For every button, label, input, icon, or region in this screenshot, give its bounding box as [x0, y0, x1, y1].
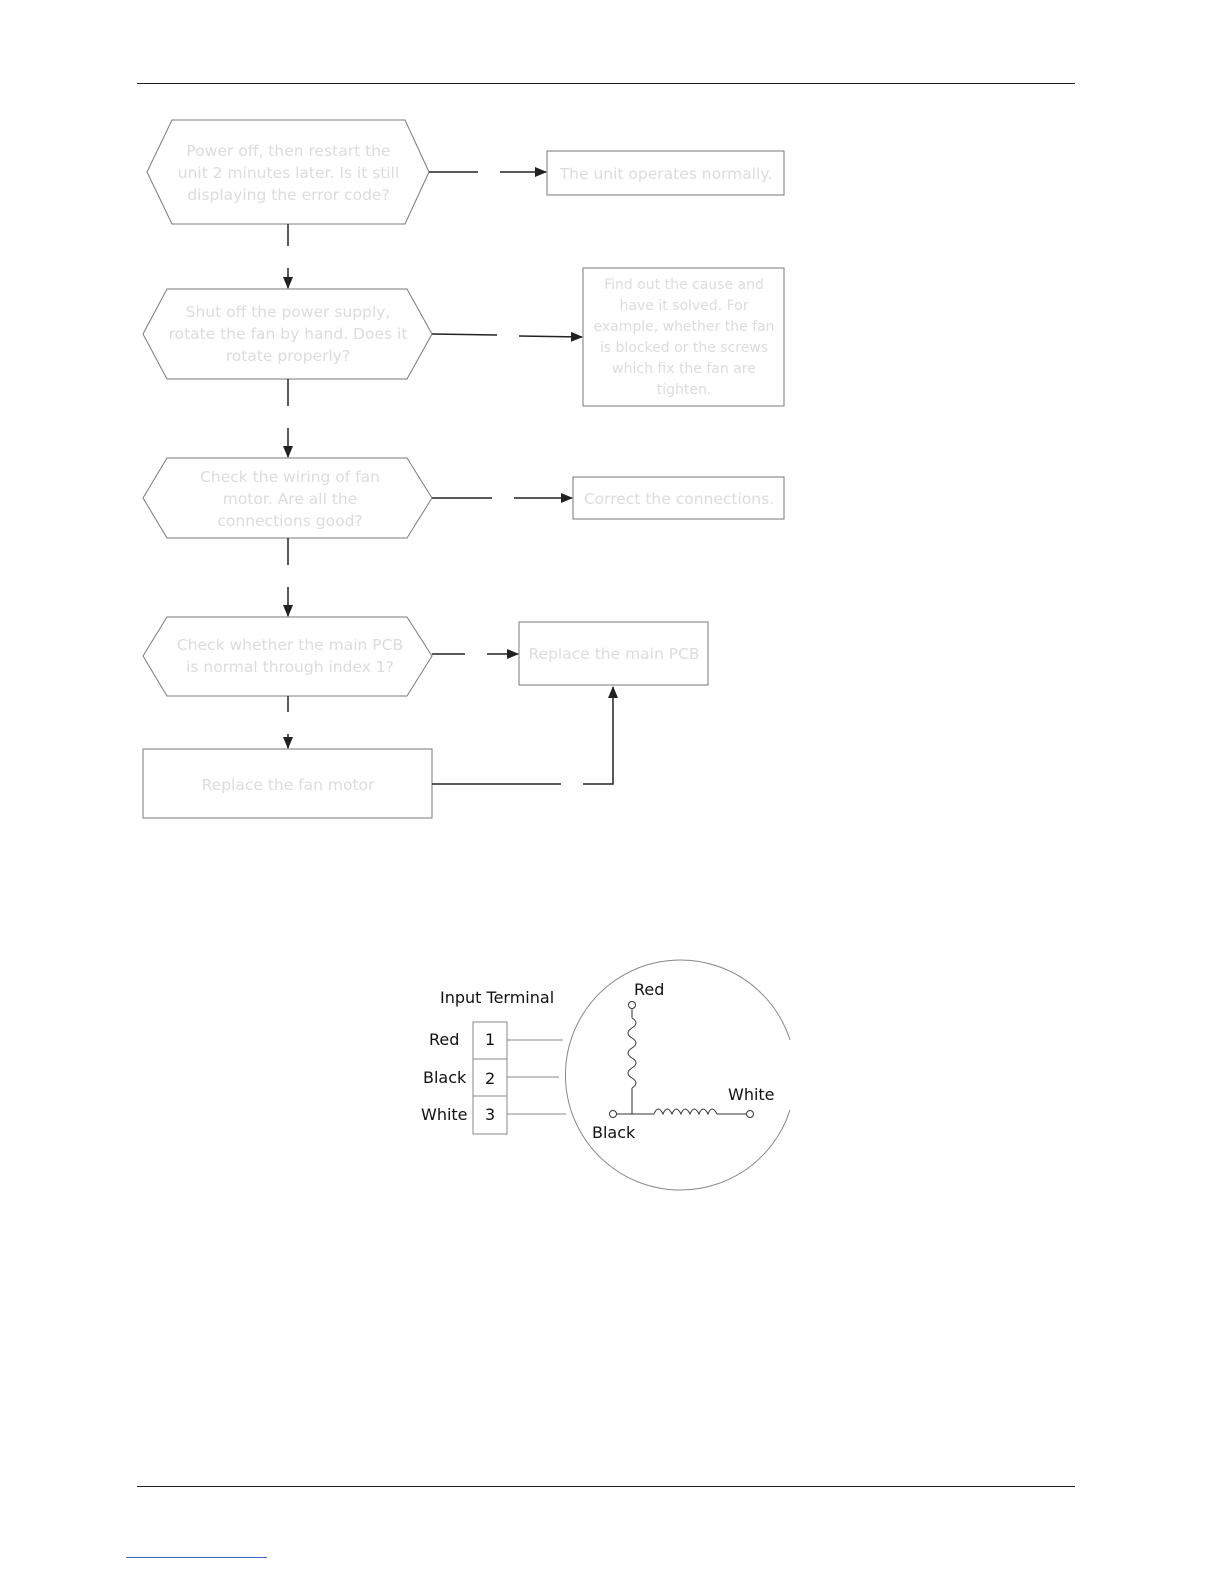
decision-3-text: Check the wiring of fan motor. Are all t…: [200, 468, 380, 530]
result-2-text: Find out the cause and have it solved. F…: [593, 277, 775, 398]
step-5-text: Replace the fan motor: [201, 775, 375, 794]
decision-1-shape: [146, 119, 430, 225]
result-4-text: Replace the main PCB: [528, 645, 700, 663]
step-5-box: [142, 748, 433, 819]
white-coil: [653, 1108, 718, 1116]
result-4-box: [518, 621, 709, 686]
result-3-text: Correct the connections.: [583, 489, 775, 508]
red-coil: [627, 1017, 637, 1089]
motor-black-label: Black: [592, 1123, 636, 1142]
result-1-text: The unit operates normally.: [559, 164, 773, 183]
decision-1-text: Power off, then restart the unit 2 minut…: [177, 142, 400, 204]
result-3-box: [572, 476, 785, 520]
result-2-box: [582, 267, 785, 407]
motor-circle: [565, 959, 791, 1191]
input-terminal-label: Input Terminal: [440, 988, 555, 1007]
motor-white-label: White: [728, 1085, 775, 1104]
terminal-wire-red-label: Red: [429, 1030, 460, 1049]
decision-2-text: Shut off the power supply, rotate the fa…: [168, 303, 408, 365]
decision-4-shape: [142, 616, 433, 697]
decision-4-text: Check whether the main PCB is normal thr…: [176, 636, 404, 676]
footer-link-underline[interactable]: [126, 1557, 267, 1558]
decision-3-shape: [142, 457, 433, 539]
terminal-number-2: 2: [485, 1069, 496, 1088]
terminal-number-1: 1: [485, 1030, 496, 1049]
terminal-wire-white-label: White: [421, 1105, 468, 1124]
result-1-box: [546, 150, 785, 196]
footer-rule: [137, 1486, 1075, 1487]
motor-red-label: Red: [634, 980, 665, 999]
decision-2-shape: [142, 288, 433, 380]
terminal-wire-black-label: Black: [423, 1068, 467, 1087]
terminal-block: [472, 1021, 508, 1135]
header-rule: [137, 83, 1075, 84]
terminal-number-3: 3: [485, 1105, 496, 1124]
